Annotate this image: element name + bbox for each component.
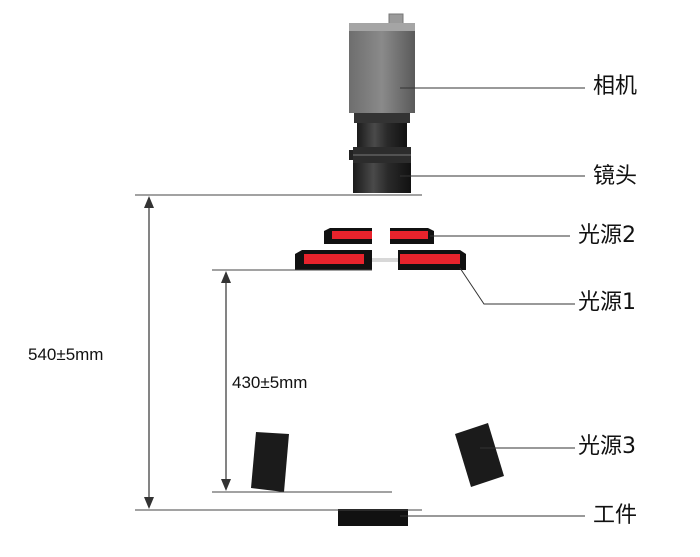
dimension-430-label: 430±5mm [232,373,308,392]
workpiece [338,509,408,526]
leader-lines [400,87,585,517]
light-source-3-label: 光源3 [578,434,636,459]
dimension-arrow-540 [144,196,154,509]
camera-label: 相机 [593,74,638,99]
lens-label: 镜头 [593,164,638,189]
reference-lines [135,194,422,511]
light-source-3-right [455,423,504,487]
dimension-540-label: 540±5mm [28,345,104,364]
light-source-1 [295,250,466,270]
light-source-2 [324,228,434,244]
light-source-3-left [251,432,289,492]
camera [349,13,415,123]
light-source-1-label: 光源1 [578,290,636,315]
dimension-arrow-430 [221,271,231,491]
light-source-2-label: 光源2 [578,223,636,248]
lens [349,123,411,193]
workpiece-label: 工件 [593,503,638,528]
